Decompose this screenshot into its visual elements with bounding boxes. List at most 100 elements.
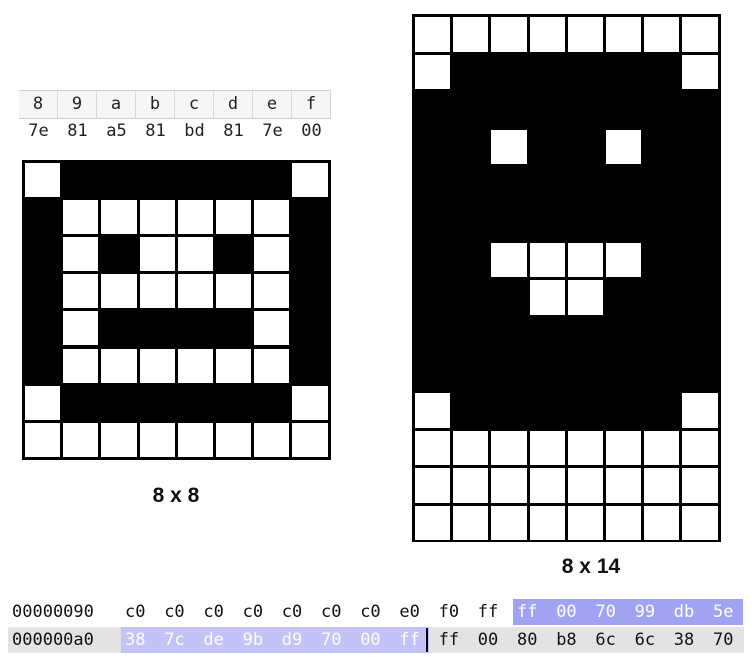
hex-byte[interactable]: ff xyxy=(438,630,460,650)
glyph-pixel-off xyxy=(682,430,718,466)
hex-byte[interactable]: f0 xyxy=(438,602,460,622)
glyph-8x14-caption: 8 x 14 xyxy=(561,555,621,578)
hex-byte[interactable]: ff xyxy=(517,602,538,622)
byte-index-a: a xyxy=(97,91,136,118)
hex-byte[interactable]: 70 xyxy=(321,630,342,650)
glyph-pixel-off xyxy=(529,430,565,466)
hex-byte[interactable]: ff xyxy=(477,602,499,622)
glyph-pixel-off xyxy=(139,422,175,457)
hex-byte[interactable]: ff xyxy=(399,630,420,650)
glyph-pixel-off xyxy=(25,422,61,457)
glyph-pixel-off xyxy=(491,242,527,278)
glyph-pixel-off xyxy=(567,505,603,541)
glyph-pixel-off xyxy=(63,237,99,272)
glyph-pixel-off xyxy=(682,505,718,541)
glyph-pixel-off xyxy=(529,505,565,541)
hex-byte[interactable]: 00 xyxy=(556,602,577,622)
glyph-pixel-off xyxy=(415,468,451,503)
hex-byte[interactable]: b8 xyxy=(556,630,577,650)
glyph-pixel-off xyxy=(216,200,252,235)
hex-byte[interactable]: 00 xyxy=(477,630,499,650)
hex-byte[interactable]: 70 xyxy=(713,630,734,650)
glyph-pixel-off xyxy=(453,468,489,503)
glyph-pixel-off xyxy=(606,430,642,466)
glyph-pixel-off xyxy=(177,422,213,457)
glyph-pixel-off xyxy=(254,422,290,457)
glyph-pixel-off xyxy=(177,348,213,383)
hex-byte[interactable]: c0 xyxy=(360,602,381,622)
glyph-pixel-off xyxy=(606,468,642,503)
glyph-pixel-off xyxy=(415,430,451,466)
hex-byte[interactable]: e0 xyxy=(399,602,420,622)
glyph-pixel-off xyxy=(139,200,175,235)
glyph-pixel-off xyxy=(529,280,565,315)
hex-byte[interactable]: 80 xyxy=(517,630,538,650)
byte-index-b: b xyxy=(136,91,175,118)
glyph-pixel-off xyxy=(415,17,451,52)
hex-byte[interactable]: 6c xyxy=(634,630,656,650)
hex-byte[interactable]: 99 xyxy=(634,602,656,622)
glyph-pixel-off xyxy=(644,17,680,52)
glyph-pixel-off xyxy=(292,163,328,198)
glyph-pixel-off xyxy=(415,505,451,541)
glyph-pixel-off xyxy=(606,129,642,165)
byte-value: 00 xyxy=(301,121,322,141)
glyph-pixel-off xyxy=(415,54,451,90)
glyph-pixel-off xyxy=(682,393,718,428)
glyph-pixel-off xyxy=(63,274,99,309)
selection-highlight xyxy=(121,627,430,653)
hex-byte[interactable]: 9b xyxy=(242,630,264,650)
hex-byte[interactable]: 6c xyxy=(595,630,616,650)
hex-byte[interactable]: c0 xyxy=(125,602,146,622)
glyph-pixel-off xyxy=(567,242,603,278)
glyph-pixel-off xyxy=(63,311,99,346)
glyph-pixel-off xyxy=(491,129,527,165)
hex-byte[interactable]: 00 xyxy=(360,630,381,650)
hex-byte[interactable]: de xyxy=(203,630,224,650)
byte-value: bd xyxy=(184,121,205,141)
byte-index-d: d xyxy=(214,91,253,118)
glyph-pixel-off xyxy=(567,430,603,466)
byte-index-9: 9 xyxy=(58,91,97,118)
glyph-pixel-off xyxy=(453,505,489,541)
glyph-pixel-off xyxy=(606,17,642,52)
glyph-pixel-off xyxy=(216,274,252,309)
glyph-pixel-off xyxy=(139,237,175,272)
byte-index-c: c xyxy=(175,91,214,118)
byte-index-f: f xyxy=(292,91,331,118)
hex-byte[interactable]: 7c xyxy=(164,630,185,650)
hex-byte[interactable]: 38 xyxy=(673,630,695,650)
byte-value: 7e xyxy=(262,121,283,141)
hex-byte[interactable]: c0 xyxy=(321,602,342,622)
glyph-pixel-off xyxy=(491,17,527,52)
glyph-pixel-off xyxy=(139,274,175,309)
hex-byte[interactable]: c0 xyxy=(203,602,224,622)
glyph-pixel-off xyxy=(101,348,137,383)
hex-byte[interactable]: 5e xyxy=(713,602,734,622)
hex-byte[interactable]: db xyxy=(673,602,695,622)
glyph-pixel-off xyxy=(529,242,565,278)
glyph-pixel-off xyxy=(101,422,137,457)
glyph-pixel-off xyxy=(644,505,680,541)
byte-value: 7e xyxy=(28,121,49,141)
glyph-8x8-caption: 8 x 8 xyxy=(152,484,200,507)
glyph-pixel-off xyxy=(25,163,61,198)
hex-byte[interactable]: c0 xyxy=(242,602,264,622)
hex-byte[interactable]: 70 xyxy=(595,602,616,622)
glyph-pixel-off xyxy=(216,422,252,457)
hex-byte[interactable]: 38 xyxy=(125,630,146,650)
glyph-pixel-off xyxy=(101,274,137,309)
glyph-pixel-off xyxy=(63,422,99,457)
hex-byte[interactable]: c0 xyxy=(281,602,303,622)
glyph-pixel-off xyxy=(644,430,680,466)
byte-value: 81 xyxy=(145,121,166,141)
glyph-pixel-off xyxy=(177,200,213,235)
glyph-pixel-off xyxy=(25,385,61,420)
hex-byte[interactable]: d9 xyxy=(281,630,303,650)
glyph-pixel-off xyxy=(491,430,527,466)
glyph-pixel-off xyxy=(254,200,290,235)
glyph-pixel-off xyxy=(606,242,642,278)
hex-byte[interactable]: c0 xyxy=(164,602,185,622)
